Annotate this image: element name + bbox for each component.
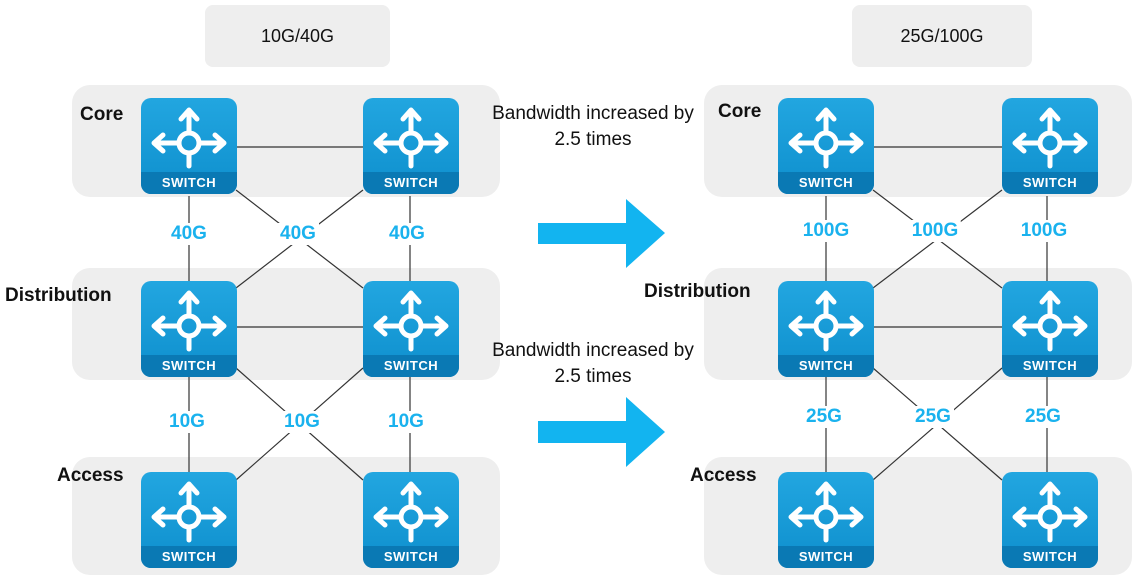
left-lower-link-label-2: 10G (281, 411, 323, 433)
switch-label: SWITCH (363, 172, 459, 194)
switch-label: SWITCH (141, 355, 237, 377)
switch-icon (778, 281, 874, 355)
switch-icon (1002, 98, 1098, 172)
left-lower-link-label-1: 10G (166, 411, 208, 433)
left-distribution-switch-2: SWITCH (363, 281, 459, 377)
right-access-switch-2: SWITCH (1002, 472, 1098, 568)
left-access-label: Access (57, 465, 124, 486)
upper-arrow-icon (538, 199, 665, 268)
switch-label: SWITCH (778, 172, 874, 194)
switch-label: SWITCH (363, 355, 459, 377)
left-header-text: 10G/40G (260, 25, 335, 46)
switch-icon (141, 98, 237, 172)
switch-label: SWITCH (778, 355, 874, 377)
lower-bandwidth-note: Bandwidth increased by 2.5 times (492, 340, 694, 387)
switch-icon (141, 472, 237, 546)
left-upper-link-label-3: 40G (386, 223, 428, 245)
left-upper-link-label-1: 40G (168, 223, 210, 245)
right-access-label: Access (690, 465, 757, 486)
left-upper-link-label-2: 40G (277, 223, 319, 245)
right-lower-link-label-3: 25G (1022, 406, 1064, 428)
switch-label: SWITCH (141, 172, 237, 194)
right-access-switch-1: SWITCH (778, 472, 874, 568)
right-core-switch-1: SWITCH (778, 98, 874, 194)
upper-bandwidth-note: Bandwidth increased by 2.5 times (492, 103, 694, 150)
left-lower-link-label-3: 10G (385, 411, 427, 433)
left-core-switch-2: SWITCH (363, 98, 459, 194)
switch-icon (141, 281, 237, 355)
left-header: 10G/40G (205, 5, 390, 67)
left-core-label: Core (80, 104, 124, 125)
lower-arrow-icon (538, 397, 665, 467)
right-upper-link-label-2: 100G (908, 220, 962, 242)
switch-label: SWITCH (141, 546, 237, 568)
left-distribution-switch-1: SWITCH (141, 281, 237, 377)
right-core-switch-2: SWITCH (1002, 98, 1098, 194)
right-distribution-switch-2: SWITCH (1002, 281, 1098, 377)
switch-icon (778, 472, 874, 546)
right-upper-link-label-1: 100G (799, 220, 853, 242)
right-lower-link-label-1: 25G (803, 406, 845, 428)
left-access-switch-1: SWITCH (141, 472, 237, 568)
right-distribution-switch-1: SWITCH (778, 281, 874, 377)
left-core-switch-1: SWITCH (141, 98, 237, 194)
right-upper-link-label-3: 100G (1017, 220, 1071, 242)
switch-icon (363, 98, 459, 172)
switch-icon (778, 98, 874, 172)
switch-label: SWITCH (1002, 546, 1098, 568)
switch-icon (1002, 472, 1098, 546)
switch-label: SWITCH (1002, 355, 1098, 377)
right-header-text: 25G/100G (900, 25, 984, 46)
switch-icon (363, 472, 459, 546)
right-distribution-label: Distribution (644, 281, 751, 302)
switch-icon (1002, 281, 1098, 355)
switch-label: SWITCH (1002, 172, 1098, 194)
right-core-label: Core (718, 101, 762, 122)
left-distribution-label: Distribution (5, 285, 112, 306)
right-header: 25G/100G (852, 5, 1032, 67)
left-access-switch-2: SWITCH (363, 472, 459, 568)
switch-icon (363, 281, 459, 355)
switch-label: SWITCH (363, 546, 459, 568)
right-lower-link-label-2: 25G (912, 406, 954, 428)
switch-label: SWITCH (778, 546, 874, 568)
